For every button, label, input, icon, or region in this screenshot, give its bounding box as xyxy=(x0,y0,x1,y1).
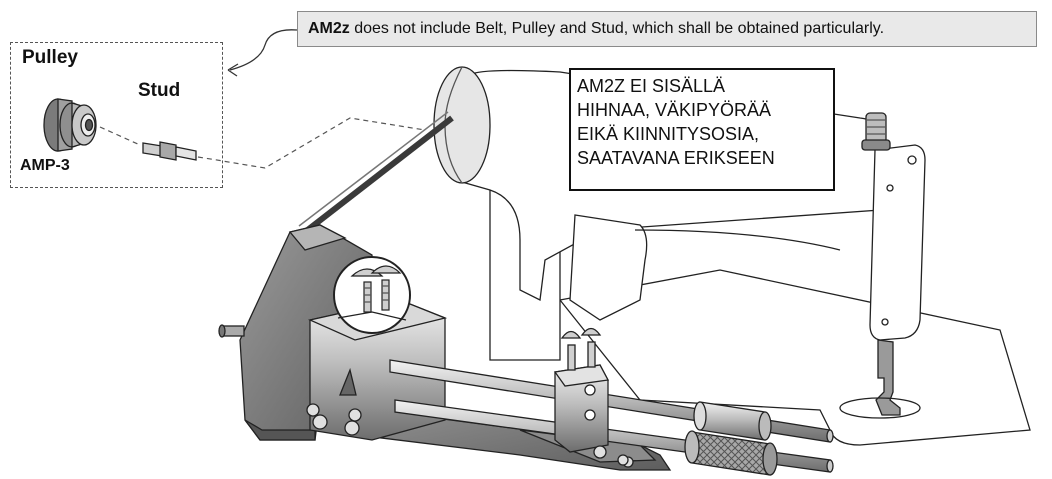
wing-screws-slide xyxy=(560,327,602,371)
machine-bed xyxy=(569,214,648,321)
english-note: AM2z does not include Belt, Pulley and S… xyxy=(297,11,1037,47)
note-text: does not include Belt, Pulley and Stud, … xyxy=(354,20,885,37)
finnish-line: EIKÄ KIINNITYSOSIA, xyxy=(577,124,760,144)
winder-attachment xyxy=(218,224,834,476)
presser-foot xyxy=(875,339,901,416)
note-arrow xyxy=(227,29,298,77)
finnish-note: AM2Z EI SISÄLLÄ HIHNAA, VÄKIPYÖRÄÄ EIKÄ … xyxy=(569,68,835,191)
finnish-line: AM2Z EI SISÄLLÄ xyxy=(577,76,726,96)
part-code-label: AMP-3 xyxy=(20,157,70,174)
finnish-line: HIHNAA, VÄKIPYÖRÄÄ xyxy=(577,100,772,120)
finnish-line: SAATAVANA ERIKSEEN xyxy=(577,148,775,168)
base-screws xyxy=(306,403,362,436)
top-knob xyxy=(865,112,887,144)
note-model: AM2z xyxy=(308,20,350,37)
stud-label: Stud xyxy=(138,80,181,101)
belt xyxy=(303,115,454,235)
pulley-label: Pulley xyxy=(22,47,78,68)
machine-head xyxy=(869,144,926,341)
magnifier-detail xyxy=(333,256,411,334)
